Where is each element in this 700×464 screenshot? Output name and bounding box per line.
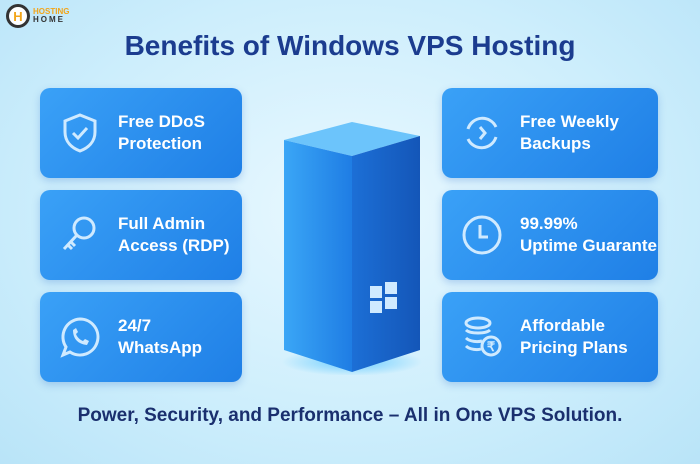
card-line1: Full Admin	[118, 214, 206, 233]
logo-line1: HOSTING	[33, 7, 70, 16]
card-line1: Affordable	[520, 316, 605, 335]
card-line1: 99.99%	[520, 214, 578, 233]
svg-text:₹: ₹	[487, 339, 496, 354]
logo-mark: H	[6, 4, 30, 28]
card-line2: Uptime Guarante	[520, 236, 657, 255]
windows-logo-icon	[370, 282, 397, 313]
card-line1: Free Weekly	[520, 112, 619, 131]
server-tower-illustration	[282, 122, 422, 375]
card-line2: WhatsApp	[118, 338, 203, 357]
card-line2: Protection	[118, 134, 203, 153]
card-line2: Backups	[520, 134, 591, 153]
card-line2: Access (RDP)	[118, 236, 230, 255]
logo-line2: HOME	[33, 15, 65, 24]
whatsapp-icon	[60, 317, 100, 358]
backup-sync-icon	[466, 116, 498, 150]
card-line1: Free DDoS	[118, 112, 205, 131]
card-line2: Pricing Plans	[520, 338, 628, 357]
card-ddos: Free DDoS Protection	[40, 88, 242, 178]
shield-check-icon	[63, 113, 97, 153]
page-title: Benefits of Windows VPS Hosting	[124, 30, 576, 61]
card-uptime: 99.99% Uptime Guarante	[442, 190, 658, 280]
tagline: Power, Security, and Performance – All i…	[77, 405, 623, 426]
card-line1: 24/7	[118, 316, 152, 335]
coins-rupee-icon: ₹	[464, 316, 502, 357]
clock-icon	[462, 215, 502, 255]
key-icon	[62, 216, 96, 251]
